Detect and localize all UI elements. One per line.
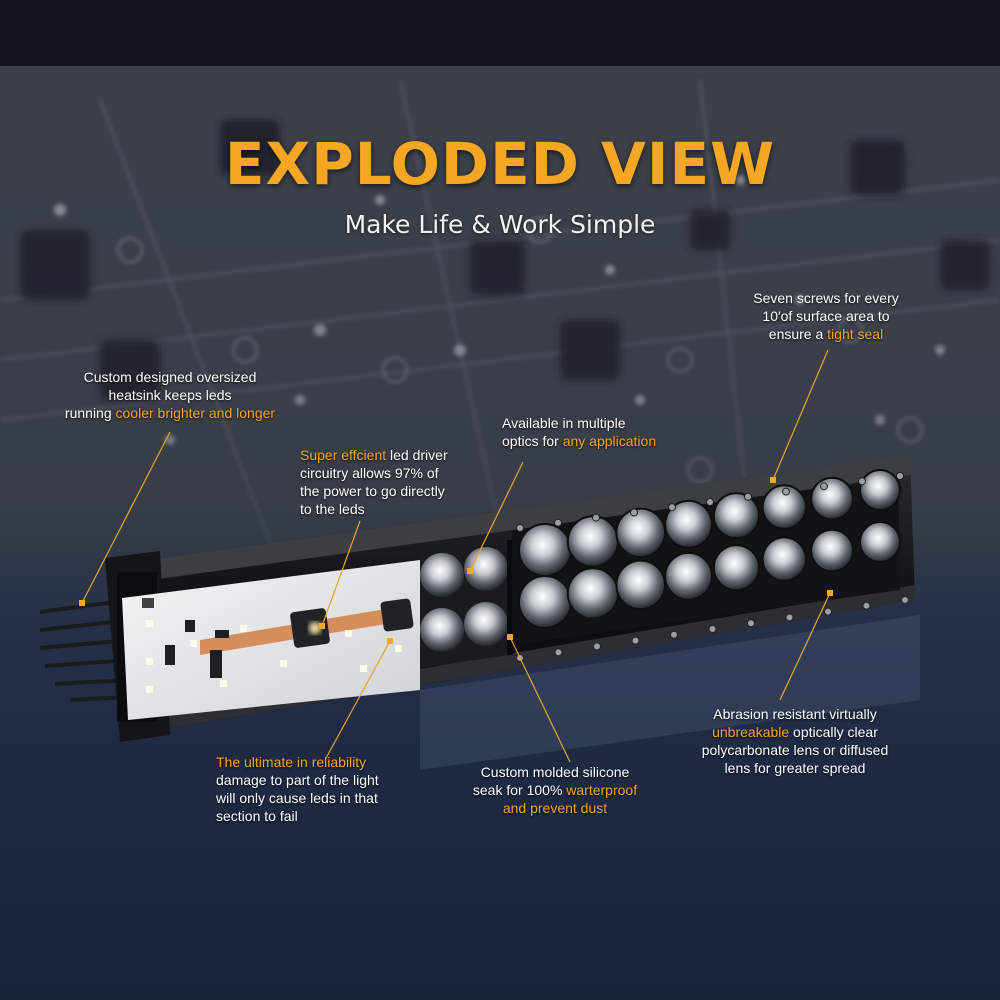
callout-heatsink-line2: heatsink keeps leds xyxy=(108,387,232,403)
lens xyxy=(810,476,854,521)
callout-silicone-line2: seak for 100% warterproof xyxy=(450,781,660,799)
lens xyxy=(615,507,667,559)
callout-heatsink-line1: Custom designed oversized xyxy=(83,369,257,385)
callout-lens: Abrasion resistant virtually unbreakable… xyxy=(690,705,900,777)
callout-screws: Seven screws for every 10′of surface are… xyxy=(726,289,926,343)
callout-heatsink: Custom designed oversized heatsink keeps… xyxy=(40,368,300,422)
screw-hole xyxy=(785,613,794,622)
screw-hole xyxy=(782,487,790,496)
screw-hole xyxy=(747,619,755,628)
callout-heatsink-line3-text: running xyxy=(64,405,116,421)
callout-screws-highlight: tight seal xyxy=(827,326,884,342)
lens xyxy=(566,515,620,568)
screw-hole xyxy=(593,642,601,651)
callout-optics-highlight: any application xyxy=(562,433,657,449)
screw-hole xyxy=(862,601,871,610)
screw-hole xyxy=(901,596,909,604)
callout-screws-line3: ensure a tight seal xyxy=(726,325,926,343)
page-subtitle: Make Life & Work Simple xyxy=(344,210,656,239)
lens xyxy=(712,544,761,592)
lens xyxy=(859,469,901,511)
callout-lens-line1: Abrasion resistant virtually xyxy=(713,706,877,722)
screw-hole xyxy=(896,472,904,480)
screw-hole xyxy=(630,508,638,517)
screw-hole xyxy=(516,524,524,532)
callout-reliability-line4: section to fail xyxy=(216,808,298,824)
screw-hole xyxy=(708,625,717,633)
callout-driver-line1: Super effcient led driver xyxy=(300,446,500,464)
callout-lens-line2: unbreakable optically clear xyxy=(690,723,900,741)
callout-optics: Available in multiple optics for any app… xyxy=(502,414,702,450)
screw-hole xyxy=(554,518,562,527)
callout-silicone-line3: and prevent dust xyxy=(502,800,608,816)
lens xyxy=(615,559,667,611)
callout-reliability-line2: damage to part of the light xyxy=(216,772,379,788)
callout-silicone-line2-text: seak for 100% xyxy=(472,782,567,798)
callout-driver: Super effcient led driver circuitry allo… xyxy=(300,446,500,518)
callout-screws-line1: Seven screws for every xyxy=(753,290,899,306)
callout-reliability-line3: will only cause leds in that xyxy=(216,790,378,806)
callout-driver-line4: to the leds xyxy=(300,501,365,517)
callout-silicone-line1: Custom molded silicone xyxy=(480,764,630,780)
callout-lens-line3: polycarbonate lens or diffused xyxy=(701,742,889,758)
lens xyxy=(761,484,807,530)
lens xyxy=(664,499,713,549)
callout-driver-line1-text: led driver xyxy=(386,447,448,463)
optic-lenses-module-2 xyxy=(518,469,901,629)
callout-screws-line3-text: ensure a xyxy=(768,326,828,342)
callout-optics-line1: Available in multiple xyxy=(502,415,626,431)
callout-silicone-highlight: warterproof xyxy=(566,782,638,798)
callout-lens-highlight: unbreakable xyxy=(712,724,790,740)
lens xyxy=(518,575,572,629)
screw-hole xyxy=(824,607,832,616)
screw-hole xyxy=(820,482,828,491)
callout-silicone: Custom molded silicone seak for 100% war… xyxy=(450,763,660,817)
optic-lenses-module-1 xyxy=(420,547,508,652)
screw-hole xyxy=(631,636,640,645)
screw-hole xyxy=(668,503,676,512)
screw-hole xyxy=(516,654,524,662)
screw-hole xyxy=(706,498,714,506)
screw-hole xyxy=(554,648,563,657)
lens xyxy=(664,551,713,601)
callout-driver-highlight: Super effcient xyxy=(300,447,387,463)
screw-hole xyxy=(670,630,678,639)
callout-reliability: The ultimate in reliability damage to pa… xyxy=(216,753,416,825)
screw-hole xyxy=(858,477,866,486)
lens xyxy=(810,528,854,573)
callout-heatsink-line3: running cooler brighter and longer xyxy=(40,404,300,422)
callout-driver-line3: the power to go directly xyxy=(300,483,445,499)
callout-driver-line2: circuitry allows 97% of xyxy=(300,465,439,481)
lens xyxy=(859,521,901,563)
screw-hole xyxy=(744,492,752,501)
callout-lens-line4: lens for greater spread xyxy=(724,760,866,776)
lens xyxy=(761,536,807,582)
callout-optics-line2-text: optics for xyxy=(502,433,563,449)
callout-heatsink-highlight: cooler brighter and longer xyxy=(115,405,276,421)
screw-hole xyxy=(592,513,600,522)
callout-optics-line2: optics for any application xyxy=(502,432,702,450)
lens xyxy=(712,492,761,540)
lens xyxy=(566,567,620,620)
callout-lens-line2-text: optically clear xyxy=(789,724,878,740)
callout-screws-line2: 10′of surface area to xyxy=(762,308,890,324)
callout-reliability-highlight: The ultimate in reliability xyxy=(216,754,367,770)
lens xyxy=(518,523,572,577)
page-title: EXPLODED VIEW xyxy=(224,130,776,198)
